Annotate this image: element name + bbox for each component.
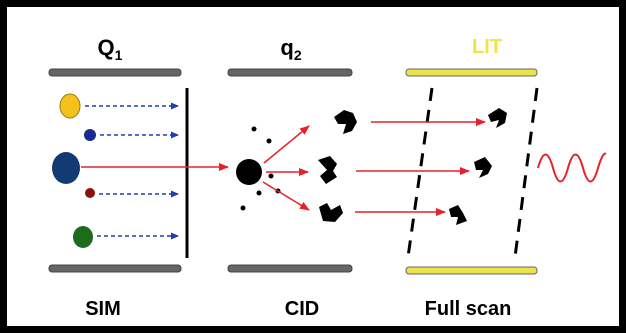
q2-title-main: q (280, 35, 293, 60)
ion-yellow (59, 93, 81, 119)
collision-gas-dot (240, 205, 246, 211)
ion-green (73, 226, 93, 248)
lit-caption: Full scan (425, 298, 512, 320)
q1-title: Q1 (98, 35, 123, 63)
sine-wave-icon (537, 152, 607, 183)
q2-caption: CID (285, 298, 319, 320)
trapped-fragment-ion (474, 157, 492, 178)
q1-title-subscript: 1 (115, 47, 123, 63)
ion-selected-precursor (52, 152, 80, 184)
lit-top-rod (405, 68, 538, 77)
q1-top-rod (48, 68, 182, 77)
fragment-ion (334, 110, 357, 134)
collision-gas-dot (256, 190, 262, 196)
q2-title-subscript: 2 (294, 47, 302, 63)
q2-title: q2 (280, 35, 301, 63)
trapped-fragment-ion (449, 205, 467, 225)
collision-gas-dot (268, 173, 274, 179)
collision-gas-dot (251, 126, 257, 132)
lit-entry-cap (406, 87, 434, 258)
ion-small-blue (84, 129, 96, 141)
fragmentation-path-down (262, 181, 310, 211)
fragmentation-path-up (263, 125, 310, 164)
lit-title: LIT (472, 36, 502, 58)
q1-title-main: Q (98, 35, 115, 60)
precursor-in-cid (236, 159, 262, 185)
lit-bottom-rod (405, 266, 538, 275)
fragment-ion (319, 203, 343, 222)
fragment-ion (318, 156, 337, 184)
q1-bottom-rod (48, 264, 182, 273)
q1-caption: SIM (85, 298, 121, 320)
trapped-fragment-ion (488, 108, 507, 128)
ion-red (85, 188, 95, 198)
lit-exit-cap (513, 87, 539, 258)
q2-top-rod (227, 68, 353, 77)
q2-bottom-rod (227, 264, 353, 273)
collision-gas-dot (266, 138, 272, 144)
